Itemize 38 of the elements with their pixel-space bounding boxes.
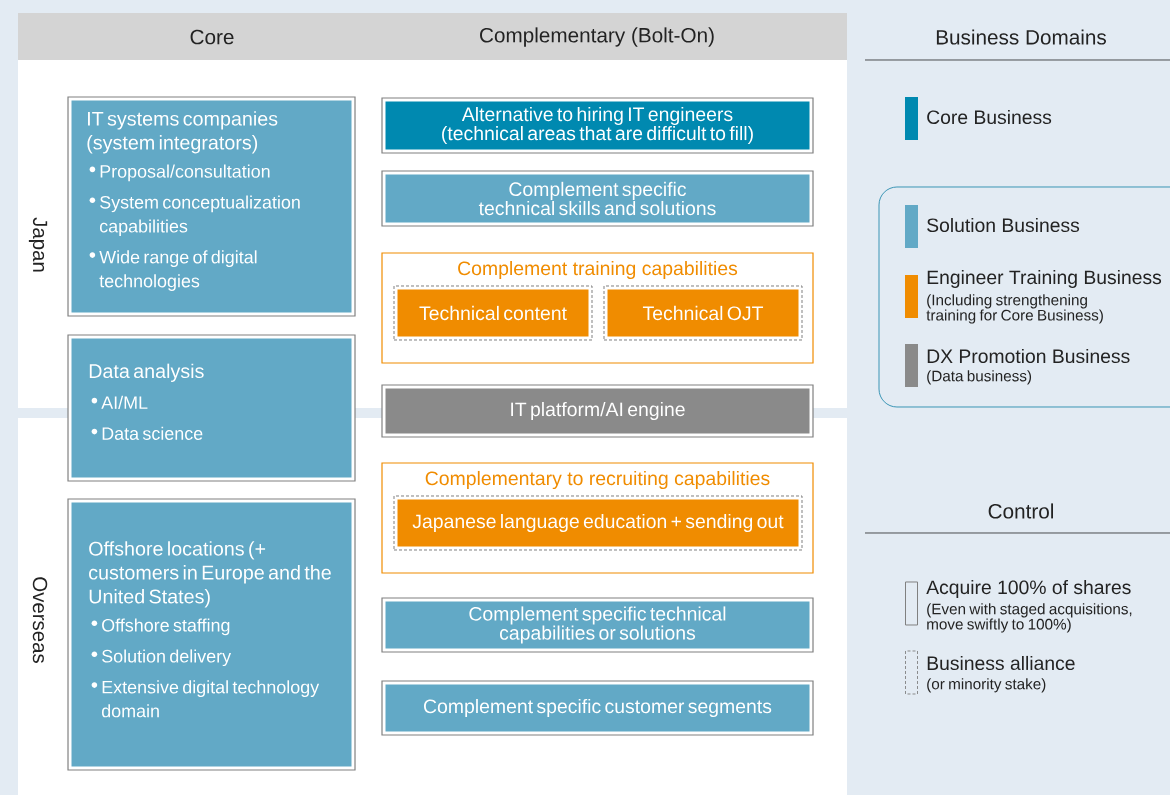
bullet-item: Proposal/consultation (89, 164, 270, 182)
business-box: Complement specific technical capabilities or solutions (381, 597, 814, 653)
business-box (67, 96, 356, 317)
bullet-item: AI/ML (91, 395, 148, 409)
box-heading: IT systems companies (system integrators) (87, 111, 278, 154)
bullet-item: System conceptualization capabilities (89, 195, 300, 237)
legend-label: Acquire 100% of shares (926, 580, 1131, 598)
business-box: Japanese language education + sending out (393, 495, 803, 551)
legend-note: (or minority stake) (927, 678, 1046, 693)
section-heading: Business Domains (936, 29, 1106, 45)
row-heading: Overseas (32, 577, 48, 663)
legend-label: Solution Business (927, 217, 1080, 233)
legend-note: (Including strengthening training for Core Business) (926, 294, 1103, 324)
business-box (67, 334, 356, 482)
legend-note: (Even with staged acquisitions, move swiftly to 100%) (927, 603, 1132, 633)
legend-label: DX Promotion Business (927, 348, 1130, 364)
box-heading: Data analysis (89, 363, 204, 383)
business-box: Technical content (393, 285, 593, 341)
bullet-item: Wide range of digital technologies (89, 250, 257, 291)
column-heading: Core (190, 29, 234, 45)
business-box (67, 498, 356, 771)
business-box: IT platform/AI engine (381, 384, 814, 438)
business-box: Alternative to hiring IT engineers (technical areas that are difficult to fill) (381, 97, 814, 154)
column-heading: Complementary (Bolt-On) (480, 27, 714, 47)
legend-label: Engineer Training Business (927, 270, 1162, 288)
legend-note: (Data business) (927, 370, 1032, 385)
bullet-item: Data science (91, 426, 203, 440)
business-box: Technical OJT (603, 285, 803, 341)
bullet-item: Extensive digital technology domain (91, 680, 320, 718)
row-heading: Japan (28, 217, 48, 272)
business-box: Complement specific technical skills and solutions (381, 170, 814, 227)
legend-label: Business alliance (927, 655, 1075, 671)
bullet-item: Offshore staffing (91, 618, 230, 636)
business-box: Complement specific customer segments (381, 680, 814, 736)
legend-label: Core Business (927, 109, 1052, 125)
box-heading: Offshore locations (+ customers in Europe and the United States) (89, 541, 331, 608)
section-heading: Control (988, 503, 1053, 519)
bullet-item: Solution delivery (91, 649, 232, 667)
